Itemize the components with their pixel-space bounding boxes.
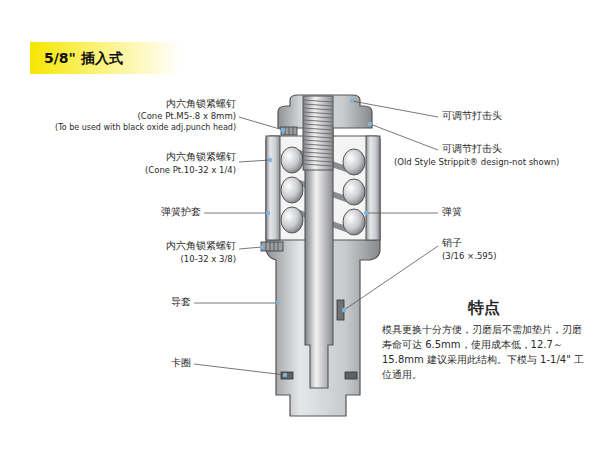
thread bbox=[303, 100, 333, 166]
housing-wall bbox=[366, 136, 380, 240]
part-label: 可调节打击头 bbox=[442, 110, 502, 122]
part-label: 销子 bbox=[442, 237, 462, 249]
screw-thread bbox=[266, 127, 293, 251]
part-label: (10-32 x 3/8) bbox=[181, 254, 236, 264]
part-label: (To be used with black oxide adj.punch h… bbox=[55, 123, 236, 133]
threaded-stem bbox=[303, 96, 333, 170]
section-heading: 特点 bbox=[468, 298, 500, 317]
part-label: 可调节打击头 bbox=[442, 143, 502, 155]
part-label: (3/16 ×.595) bbox=[442, 251, 496, 261]
set-screw bbox=[281, 127, 297, 135]
housing-wall bbox=[266, 136, 280, 240]
part-label: 内六角锁紧螺钉 bbox=[166, 240, 236, 252]
leader-dot bbox=[260, 99, 372, 377]
part-label: 内六角锁紧螺钉 bbox=[166, 98, 236, 110]
part-label: (Cone Pt.M5-.8 x 8mm) bbox=[137, 111, 236, 121]
set-screw bbox=[261, 242, 283, 251]
part-label: (Cone Pt.10-32 x 1/4) bbox=[145, 165, 236, 175]
part-label: 卡圈 bbox=[171, 357, 191, 369]
title-band: 5/8" 插入式 bbox=[30, 42, 180, 74]
part-label: (Old Style Strippit® design-not shown) bbox=[394, 157, 559, 167]
part-label: 弹簧 bbox=[442, 206, 462, 218]
retaining-ring bbox=[345, 372, 357, 379]
retaining-ring bbox=[281, 372, 293, 379]
part-label: 弹簧护套 bbox=[161, 206, 201, 218]
feature-note: 模具更换十分方便，刃磨后不需加垫片，刃磨寿命可达 6.5mm，使用成本低，12.… bbox=[382, 322, 590, 382]
part-label: 导套 bbox=[171, 296, 191, 308]
part-label: 内六角锁紧螺钉 bbox=[166, 151, 236, 163]
title: 5/8" 插入式 bbox=[30, 42, 180, 74]
